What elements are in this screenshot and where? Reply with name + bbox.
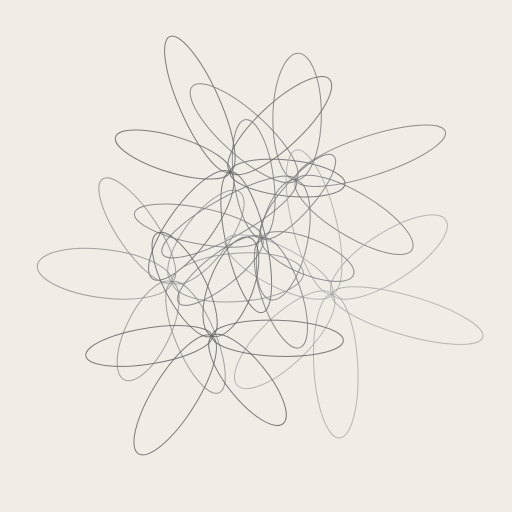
petal-loop [295, 124, 447, 187]
petal-group [36, 35, 484, 456]
petal-loop [211, 319, 344, 357]
petal-loop [227, 76, 333, 176]
petal-loop [329, 214, 448, 300]
petal-loop [261, 231, 355, 282]
petal-loop [167, 189, 245, 285]
